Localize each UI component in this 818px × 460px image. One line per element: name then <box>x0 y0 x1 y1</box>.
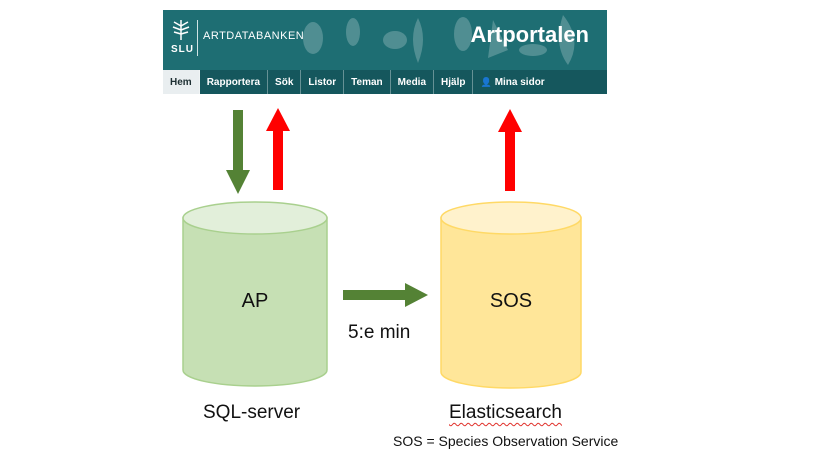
nav-item-listor[interactable]: Listor <box>301 70 345 94</box>
nav-item-mina-sidor[interactable]: 👤 Mina sidor <box>480 76 545 88</box>
artportalen-header: SLU ARTDATABANKEN Artportalen Hem Rappor… <box>163 10 607 94</box>
org-name[interactable]: ARTDATABANKEN <box>203 30 305 42</box>
app-title[interactable]: Artportalen <box>470 22 589 47</box>
nav-item-hjalp[interactable]: Hjälp <box>434 70 474 94</box>
nav-item-hem[interactable]: Hem <box>163 70 200 94</box>
sos-database-cylinder <box>440 201 582 389</box>
sos-footnote: SOS = Species Observation Service <box>393 433 619 449</box>
ap-caption: SQL-server <box>203 402 301 423</box>
main-nav: Hem Rapportera Sök Listor Teman Media Hj… <box>163 70 607 94</box>
nav-item-sok[interactable]: Sök <box>268 70 302 94</box>
slu-logo-text: SLU <box>171 44 194 55</box>
read-arrow-up-sos <box>498 109 522 191</box>
nav-item-rapportera[interactable]: Rapportera <box>200 70 269 94</box>
nature-illustration-background <box>303 15 575 65</box>
ap-label: AP <box>241 290 269 312</box>
read-arrow-up-ap <box>266 108 290 190</box>
logo-divider <box>197 20 198 56</box>
nav-item-teman[interactable]: Teman <box>344 70 391 94</box>
sync-arrow-right <box>343 283 428 307</box>
write-arrow-down <box>226 110 250 194</box>
sos-caption: Elasticsearch <box>449 402 562 423</box>
ap-database-cylinder <box>182 201 328 387</box>
slu-leaf-icon <box>172 20 190 40</box>
person-icon: 👤 <box>480 76 492 87</box>
nav-item-media[interactable]: Media <box>391 70 435 94</box>
sos-label: SOS <box>489 290 533 312</box>
sync-interval-label: 5:e min <box>348 322 411 343</box>
